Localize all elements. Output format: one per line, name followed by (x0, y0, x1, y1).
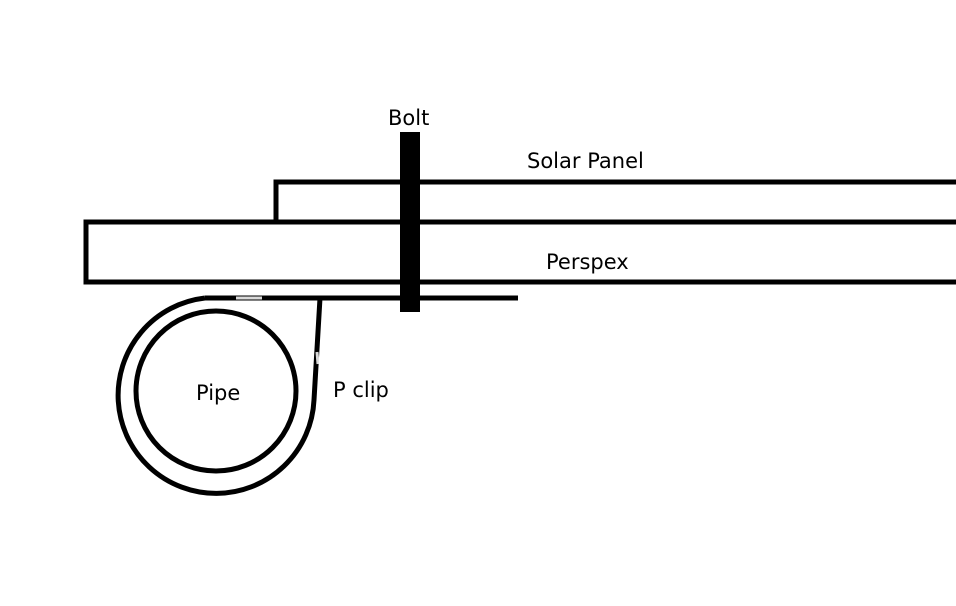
solar-panel-outline (273, 179, 956, 222)
perspex-label: Perspex (546, 250, 629, 274)
solar-panel-label: Solar Panel (527, 149, 644, 173)
p-clip-loop (115, 295, 323, 496)
perspex-outline (83, 219, 956, 285)
p-clip-label: P clip (333, 378, 389, 402)
pipe-label: Pipe (196, 381, 240, 405)
pipe-circle (133, 308, 299, 474)
bolt-label: Bolt (388, 106, 429, 130)
p-clip-gap-right (315, 351, 320, 365)
bolt-shaft (400, 132, 420, 312)
